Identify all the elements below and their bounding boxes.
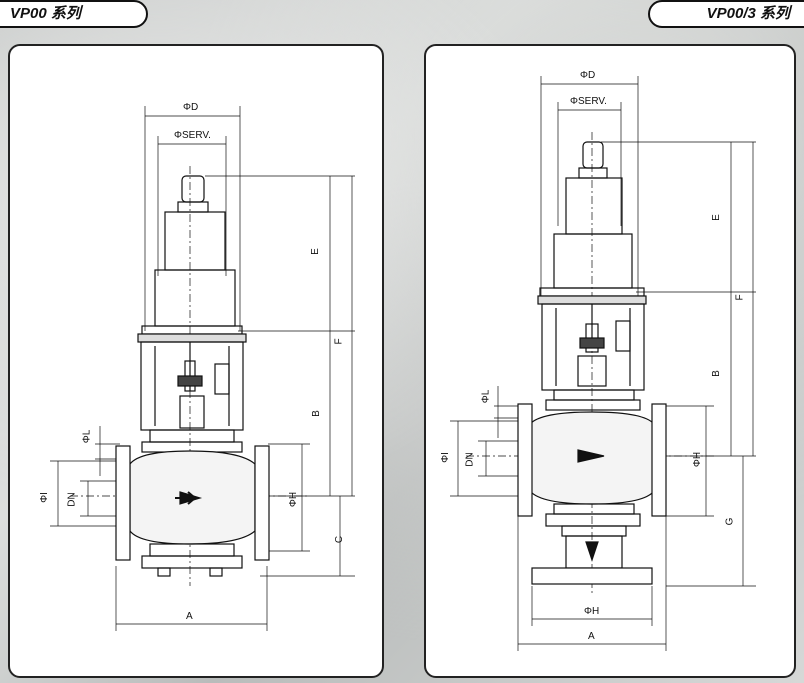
drawing-panel-vp00-3: ΦD ΦSERV. E F B G ΦL ΦI DN ΦH ΦH A [424, 44, 796, 678]
dim-label-l: ΦL [480, 389, 492, 404]
dim-label-dn: DN [464, 452, 476, 467]
dim-label-e: E [309, 248, 321, 255]
dim-label-i: ΦI [38, 492, 50, 503]
dim-label-l: ΦL [81, 429, 93, 444]
dimension-lines [450, 76, 756, 651]
dim-label-d: ΦD [183, 102, 199, 113]
dim-label-dn: DN [66, 492, 78, 507]
dim-label-serv: ΦSERV. [570, 96, 607, 107]
valve-drawing-vp00 [50, 106, 355, 631]
dim-label-g: G [724, 517, 736, 526]
dim-label-a: A [186, 611, 193, 622]
dim-label-f: F [734, 294, 746, 301]
dim-label-h-side: ΦH [692, 451, 704, 468]
dim-label-f: F [333, 338, 345, 345]
dim-label-b: B [710, 370, 722, 377]
dim-label-h: ΦH [288, 491, 300, 508]
dim-label-serv: ΦSERV. [174, 130, 211, 141]
dim-label-h-bottom: ΦH [584, 606, 600, 617]
series-title-left: VP00 系列 [0, 0, 148, 28]
drawing-panel-vp00: ΦD ΦSERV. E F B C ΦL ΦI DN ΦH A [8, 44, 384, 678]
valve-drawing-vp00-3 [450, 76, 756, 651]
dim-label-e: E [710, 214, 722, 221]
dimension-lines [50, 106, 355, 631]
dim-label-i: ΦI [439, 452, 451, 463]
cap-part [181, 175, 205, 203]
dim-label-c: C [334, 535, 346, 544]
series-title-right: VP00/3 系列 [648, 0, 804, 28]
dim-label-a: A [588, 631, 595, 642]
dim-label-d: ΦD [580, 70, 596, 81]
dim-label-b: B [310, 410, 322, 417]
